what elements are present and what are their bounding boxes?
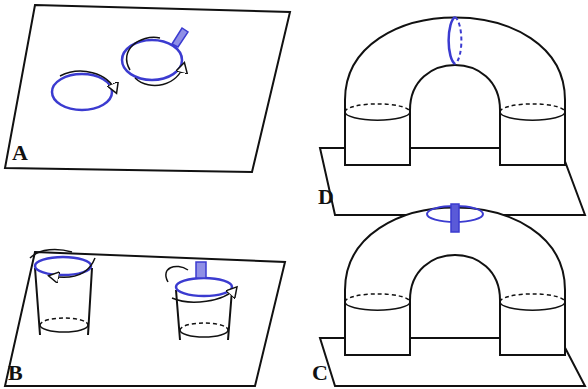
panel-letter: A — [12, 142, 28, 164]
panel-letter: C — [312, 362, 328, 384]
panel-letter: D — [318, 186, 334, 208]
panel-letter: B — [8, 362, 23, 384]
